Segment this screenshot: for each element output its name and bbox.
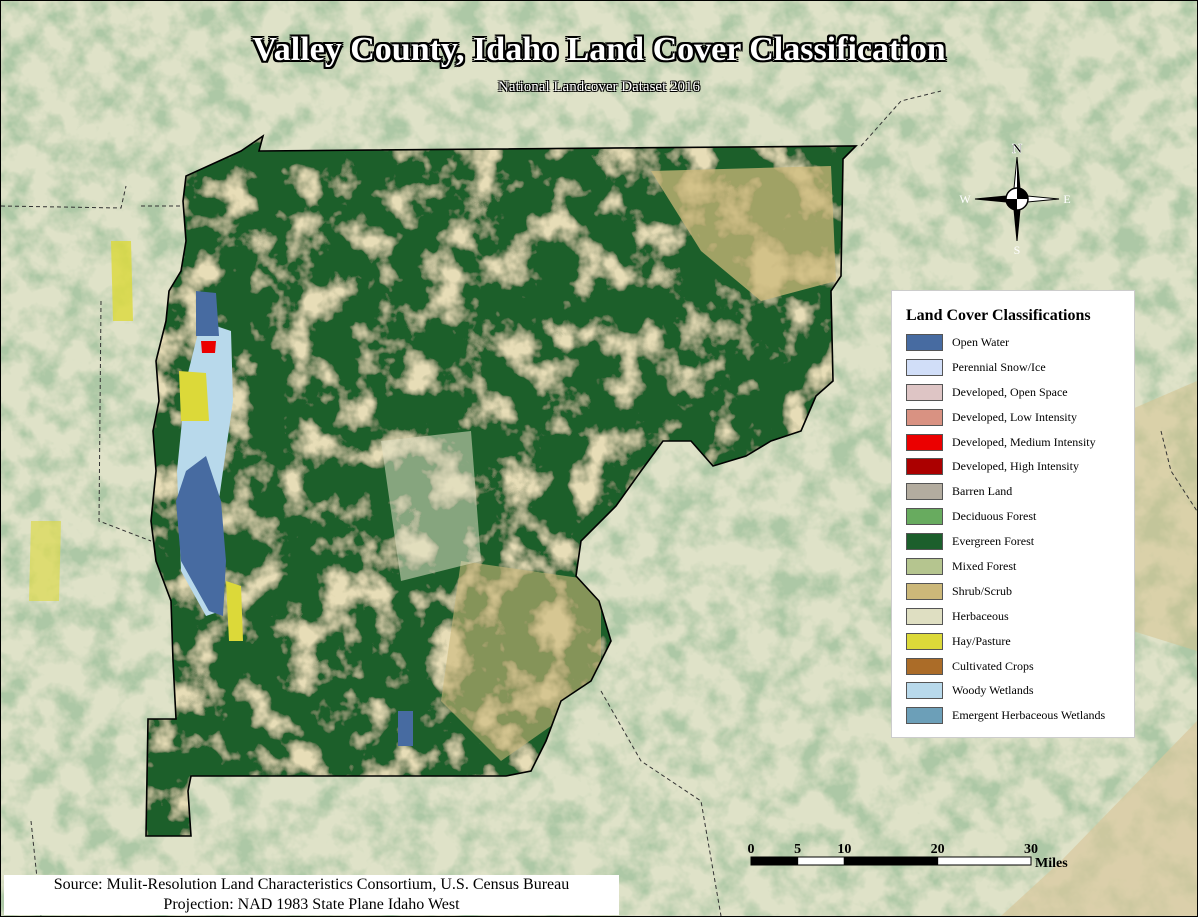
legend-swatch bbox=[906, 582, 943, 600]
legend-item-developed-high-intensity: Developed, High Intensity bbox=[906, 454, 1134, 479]
compass-n: N bbox=[1012, 142, 1022, 157]
legend-item-woody-wetlands: Woody Wetlands bbox=[906, 678, 1134, 703]
legend-item-herbaceous: Herbaceous bbox=[906, 604, 1134, 629]
scale-segment bbox=[937, 856, 1032, 866]
legend-label: Perennial Snow/Ice bbox=[952, 359, 1046, 374]
legend-swatch bbox=[906, 433, 943, 451]
legend-swatch bbox=[906, 508, 943, 526]
compass-rose-icon bbox=[974, 156, 1060, 242]
neighbor-boundary bbox=[98, 300, 152, 542]
legend-label: Developed, High Intensity bbox=[952, 459, 1079, 474]
legend-label: Developed, Medium Intensity bbox=[952, 434, 1096, 449]
legend-swatch bbox=[906, 333, 943, 351]
county-boundary bbox=[145, 134, 858, 837]
legend-swatch bbox=[906, 533, 943, 551]
legend-swatch bbox=[906, 657, 943, 675]
legend-item-developed-medium-intensity: Developed, Medium Intensity bbox=[906, 430, 1134, 455]
legend-label: Developed, Low Intensity bbox=[952, 409, 1077, 424]
legend-item-developed-low-intensity: Developed, Low Intensity bbox=[906, 405, 1134, 430]
legend-label: Hay/Pasture bbox=[952, 633, 1011, 648]
legend-swatch bbox=[906, 358, 943, 376]
legend-label: Barren Land bbox=[952, 484, 1013, 499]
legend-swatch bbox=[906, 707, 943, 725]
scale-bar: 0 5 10 20 30 Miles bbox=[748, 842, 1069, 871]
scale-tick-labels: 0 5 10 20 30 bbox=[748, 842, 1039, 857]
neighbor-boundary bbox=[1160, 430, 1197, 512]
scale-tick-label: 0 bbox=[748, 842, 755, 857]
legend-label: Mixed Forest bbox=[952, 558, 1017, 573]
scale-segments bbox=[750, 856, 1032, 866]
legend-label: Cultivated Crops bbox=[952, 658, 1034, 673]
scale-unit: Miles bbox=[1035, 856, 1068, 871]
southwest-pasture-patch bbox=[29, 521, 61, 601]
legend: Land Cover Classifications Open Water Pe… bbox=[891, 290, 1135, 738]
legend-label: Emergent Herbaceous Wetlands bbox=[952, 708, 1106, 723]
neighbor-boundary bbox=[860, 90, 942, 147]
legend-swatch bbox=[906, 408, 943, 426]
legend-swatch bbox=[906, 682, 943, 700]
legend-item-cultivated-crops: Cultivated Crops bbox=[906, 654, 1134, 679]
neighbor-boundary bbox=[1, 185, 181, 209]
legend-label: Deciduous Forest bbox=[952, 509, 1037, 524]
north-arrow-compass: N S W E bbox=[959, 142, 1070, 257]
legend-item-developed-open-space: Developed, Open Space bbox=[906, 380, 1134, 405]
compass-e: E bbox=[1063, 192, 1070, 206]
legend-item-open-water: Open Water bbox=[906, 330, 1134, 355]
legend-label: Herbaceous bbox=[952, 608, 1009, 623]
legend-label: Open Water bbox=[952, 334, 1010, 349]
map-subtitle: National Landcover Dataset 2016 bbox=[497, 79, 700, 95]
plains-area bbox=[1001, 721, 1197, 916]
west-pasture-patch bbox=[111, 241, 133, 321]
legend-swatch bbox=[906, 483, 943, 501]
scale-segment bbox=[750, 856, 799, 866]
legend-item-deciduous-forest: Deciduous Forest bbox=[906, 504, 1134, 529]
projection-text: Projection: NAD 1983 State Plane Idaho W… bbox=[163, 896, 460, 913]
legend-swatch bbox=[906, 632, 943, 650]
legend-label: Developed, Open Space bbox=[952, 384, 1068, 399]
scale-tick-label: 10 bbox=[837, 842, 851, 857]
source-credits: Source: Mulit-Resolution Land Characteri… bbox=[4, 875, 619, 915]
legend-item-emergent-herbaceous-wetlands: Emergent Herbaceous Wetlands bbox=[906, 703, 1134, 728]
legend-label: Evergreen Forest bbox=[952, 534, 1035, 549]
legend-swatch bbox=[906, 607, 943, 625]
legend-swatch bbox=[906, 557, 943, 575]
compass-w: W bbox=[959, 192, 971, 206]
legend-items: Open Water Perennial Snow/Ice Developed,… bbox=[906, 330, 1134, 728]
legend-item-evergreen-forest: Evergreen Forest bbox=[906, 529, 1134, 554]
legend-item-perennial-snow-ice: Perennial Snow/Ice bbox=[906, 355, 1134, 380]
legend-item-barren-land: Barren Land bbox=[906, 479, 1134, 504]
source-text: Source: Mulit-Resolution Land Characteri… bbox=[53, 876, 570, 893]
scale-tick-label: 5 bbox=[794, 842, 801, 857]
scale-tick-label: 30 bbox=[1024, 842, 1038, 857]
scale-segment bbox=[843, 856, 939, 866]
scale-segment bbox=[797, 856, 845, 866]
scale-tick-label: 20 bbox=[931, 842, 945, 857]
legend-item-shrub-scrub: Shrub/Scrub bbox=[906, 579, 1134, 604]
legend-swatch bbox=[906, 458, 943, 476]
legend-label: Shrub/Scrub bbox=[952, 583, 1012, 598]
map-title: Valley County, Idaho Land Cover Classifi… bbox=[252, 31, 946, 68]
legend-label: Woody Wetlands bbox=[952, 683, 1034, 698]
legend-swatch bbox=[906, 383, 943, 401]
legend-item-mixed-forest: Mixed Forest bbox=[906, 554, 1134, 579]
compass-s: S bbox=[1014, 243, 1021, 257]
legend-item-hay-pasture: Hay/Pasture bbox=[906, 629, 1134, 654]
legend-title: Land Cover Classifications bbox=[906, 307, 1091, 324]
